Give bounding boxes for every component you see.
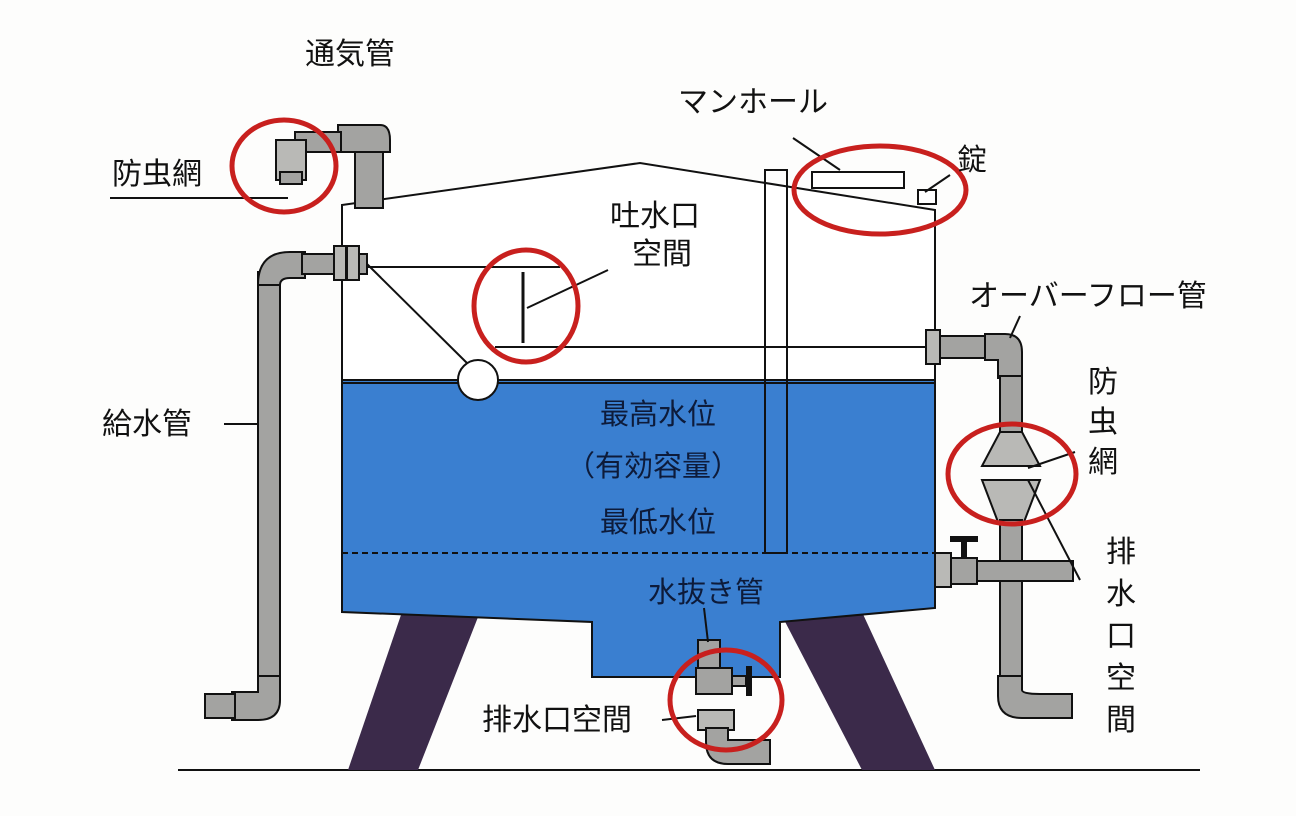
label-drain-space-right-1: 排 (1106, 535, 1136, 570)
label-drain-space-right-4: 空 (1106, 661, 1136, 696)
leader-drain-space-bottom (661, 715, 697, 721)
label-drain-space-right-2: 水 (1106, 577, 1136, 612)
label-min-level: 最低水位 (600, 505, 716, 539)
overflow-pipe-elbow (984, 333, 1023, 379)
highlight-ring-spout-space (471, 247, 581, 365)
tank-leg-left (348, 612, 480, 770)
label-drain-space-right-3: 口 (1106, 619, 1136, 654)
side-valve-stem (961, 538, 967, 558)
drain-valve-spindle (731, 675, 747, 687)
drain-valve-body (695, 667, 733, 695)
label-overflow-pipe: オーバーフロー管 (969, 279, 1207, 314)
label-insect-screen-right-1: 防 (1088, 365, 1118, 400)
leader-drain-space-right (1027, 479, 1081, 581)
overflow-pipe-horizontal (939, 335, 989, 359)
supply-pipe-inlet (301, 253, 337, 275)
overflow-pipe-lower (999, 519, 1023, 681)
label-max-level: 最高水位 (600, 397, 716, 431)
leader-manhole (792, 137, 841, 171)
highlight-ring-overflow-screen (945, 421, 1079, 527)
supply-pipe-top-elbow (256, 251, 306, 286)
label-drain-space-right-5: 間 (1106, 703, 1136, 738)
label-spout-space-line2: 空間 (632, 237, 692, 272)
side-drain-pipe (976, 560, 1074, 582)
leader-spout-space (526, 269, 609, 309)
overflow-screen-cone-upper (980, 431, 1042, 467)
label-insect-screen-right-3: 網 (1088, 445, 1118, 480)
drain-valve-handle (746, 666, 752, 696)
side-valve-body (950, 557, 978, 585)
highlight-ring-vent-screen (229, 117, 339, 215)
supply-pipe-flange-b (346, 245, 360, 281)
supply-pipe-vertical (257, 271, 281, 685)
label-drain-space-bottom: 排水口空間 (482, 703, 632, 738)
label-vent-pipe: 通気管 (305, 37, 395, 72)
ball-tap-float (457, 359, 499, 401)
drain-pipe-bottom-elbow (705, 727, 771, 765)
vent-screen-mesh (279, 171, 303, 185)
label-insect-screen-left: 防虫網 (112, 157, 202, 192)
overflow-flange (925, 329, 941, 365)
leader-lock (924, 174, 951, 193)
highlight-ring-drain-space (667, 647, 785, 753)
leader-insect-screen-right (1027, 451, 1076, 469)
label-spout-space-line1: 吐水口 (610, 199, 700, 234)
label-supply-pipe: 給水管 (102, 407, 192, 442)
supply-pipe-bottom-run (204, 693, 236, 719)
label-manhole: マンホール (678, 85, 828, 120)
label-lock: 錠 (957, 143, 987, 178)
manhole-cover (811, 171, 905, 189)
label-capacity: （有効容量） (566, 449, 740, 483)
side-valve-handle (950, 536, 978, 542)
leader-overflow-pipe (1009, 315, 1021, 339)
tank-leg-right (780, 612, 935, 770)
label-insect-screen-right-2: 虫 (1088, 405, 1118, 440)
vent-pipe-elbow (337, 124, 391, 153)
overflow-pipe-bottom-elbow (997, 675, 1073, 719)
side-valve-flange (934, 552, 952, 588)
supply-pipe-nozzle (358, 253, 368, 275)
supply-pipe-bottom-elbow (231, 675, 281, 721)
label-drain-pipe: 水抜き管 (648, 575, 764, 609)
manhole-lock (917, 189, 937, 205)
leader-drain-pipe (703, 607, 709, 643)
supply-pipe-flange-a (333, 245, 347, 281)
level-rod (764, 169, 788, 554)
ball-tap-arm (364, 261, 473, 369)
highlight-ring-manhole (791, 143, 969, 237)
